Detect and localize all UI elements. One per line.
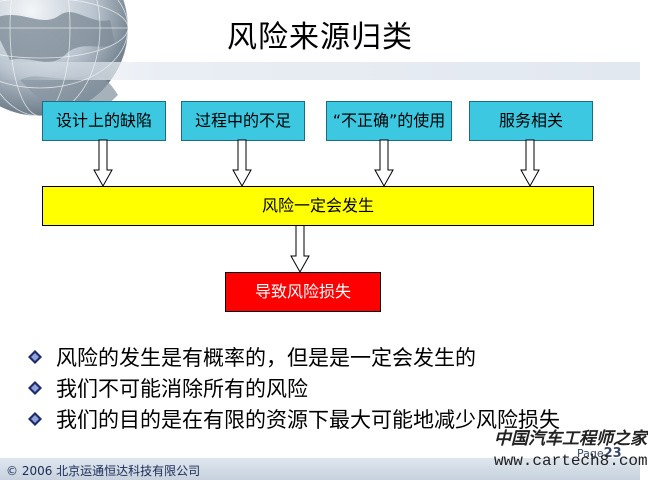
diamond-bullet-icon [28,381,42,395]
diamond-bullet-icon [28,350,42,364]
bullet-list: 风险的发生是有概率的，但是是一定会发生的 我们不可能消除所有的风险 我们的目的是… [28,343,628,436]
footer-bar [0,458,640,480]
bullet-text: 风险的发生是有概率的，但是是一定会发生的 [56,346,476,370]
risk-occurs-box: 风险一定会发生 [42,186,594,226]
title-band [0,62,640,80]
bullet-text: 我们的目的是在有限的资源下最大可能地减少风险损失 [56,408,560,432]
copyright-text: © 2006 北京运通恒达科技有限公司 [6,464,201,478]
watermark-url: www.cartech8.com [494,452,648,470]
source-box-process-deficiency: 过程中的不足 [181,101,305,141]
source-box-incorrect-use: “不正确”的使用 [326,101,452,141]
bullet-item: 风险的发生是有概率的，但是是一定会发生的 [28,343,628,371]
arrow-down-icon [232,139,252,188]
page-number: Page23 [577,446,622,461]
arrow-down-icon [374,139,394,188]
arrow-down-icon [290,224,310,274]
watermark-cn: 中国汽车工程师之家 [494,429,647,449]
page-label: Page [577,447,604,460]
source-box-service-related: 服务相关 [469,101,593,141]
bullet-item: 我们的目的是在有限的资源下最大可能地减少风险损失 [28,405,628,433]
risk-loss-box: 导致风险损失 [225,272,381,312]
page-value: 23 [603,446,622,461]
bullet-item: 我们不可能消除所有的风险 [28,374,628,402]
arrow-down-icon [93,139,113,188]
slide-title: 风险来源归类 [227,20,413,55]
bullet-text: 我们不可能消除所有的风险 [56,377,308,401]
diamond-bullet-icon [28,412,42,426]
arrow-down-icon [520,139,540,188]
